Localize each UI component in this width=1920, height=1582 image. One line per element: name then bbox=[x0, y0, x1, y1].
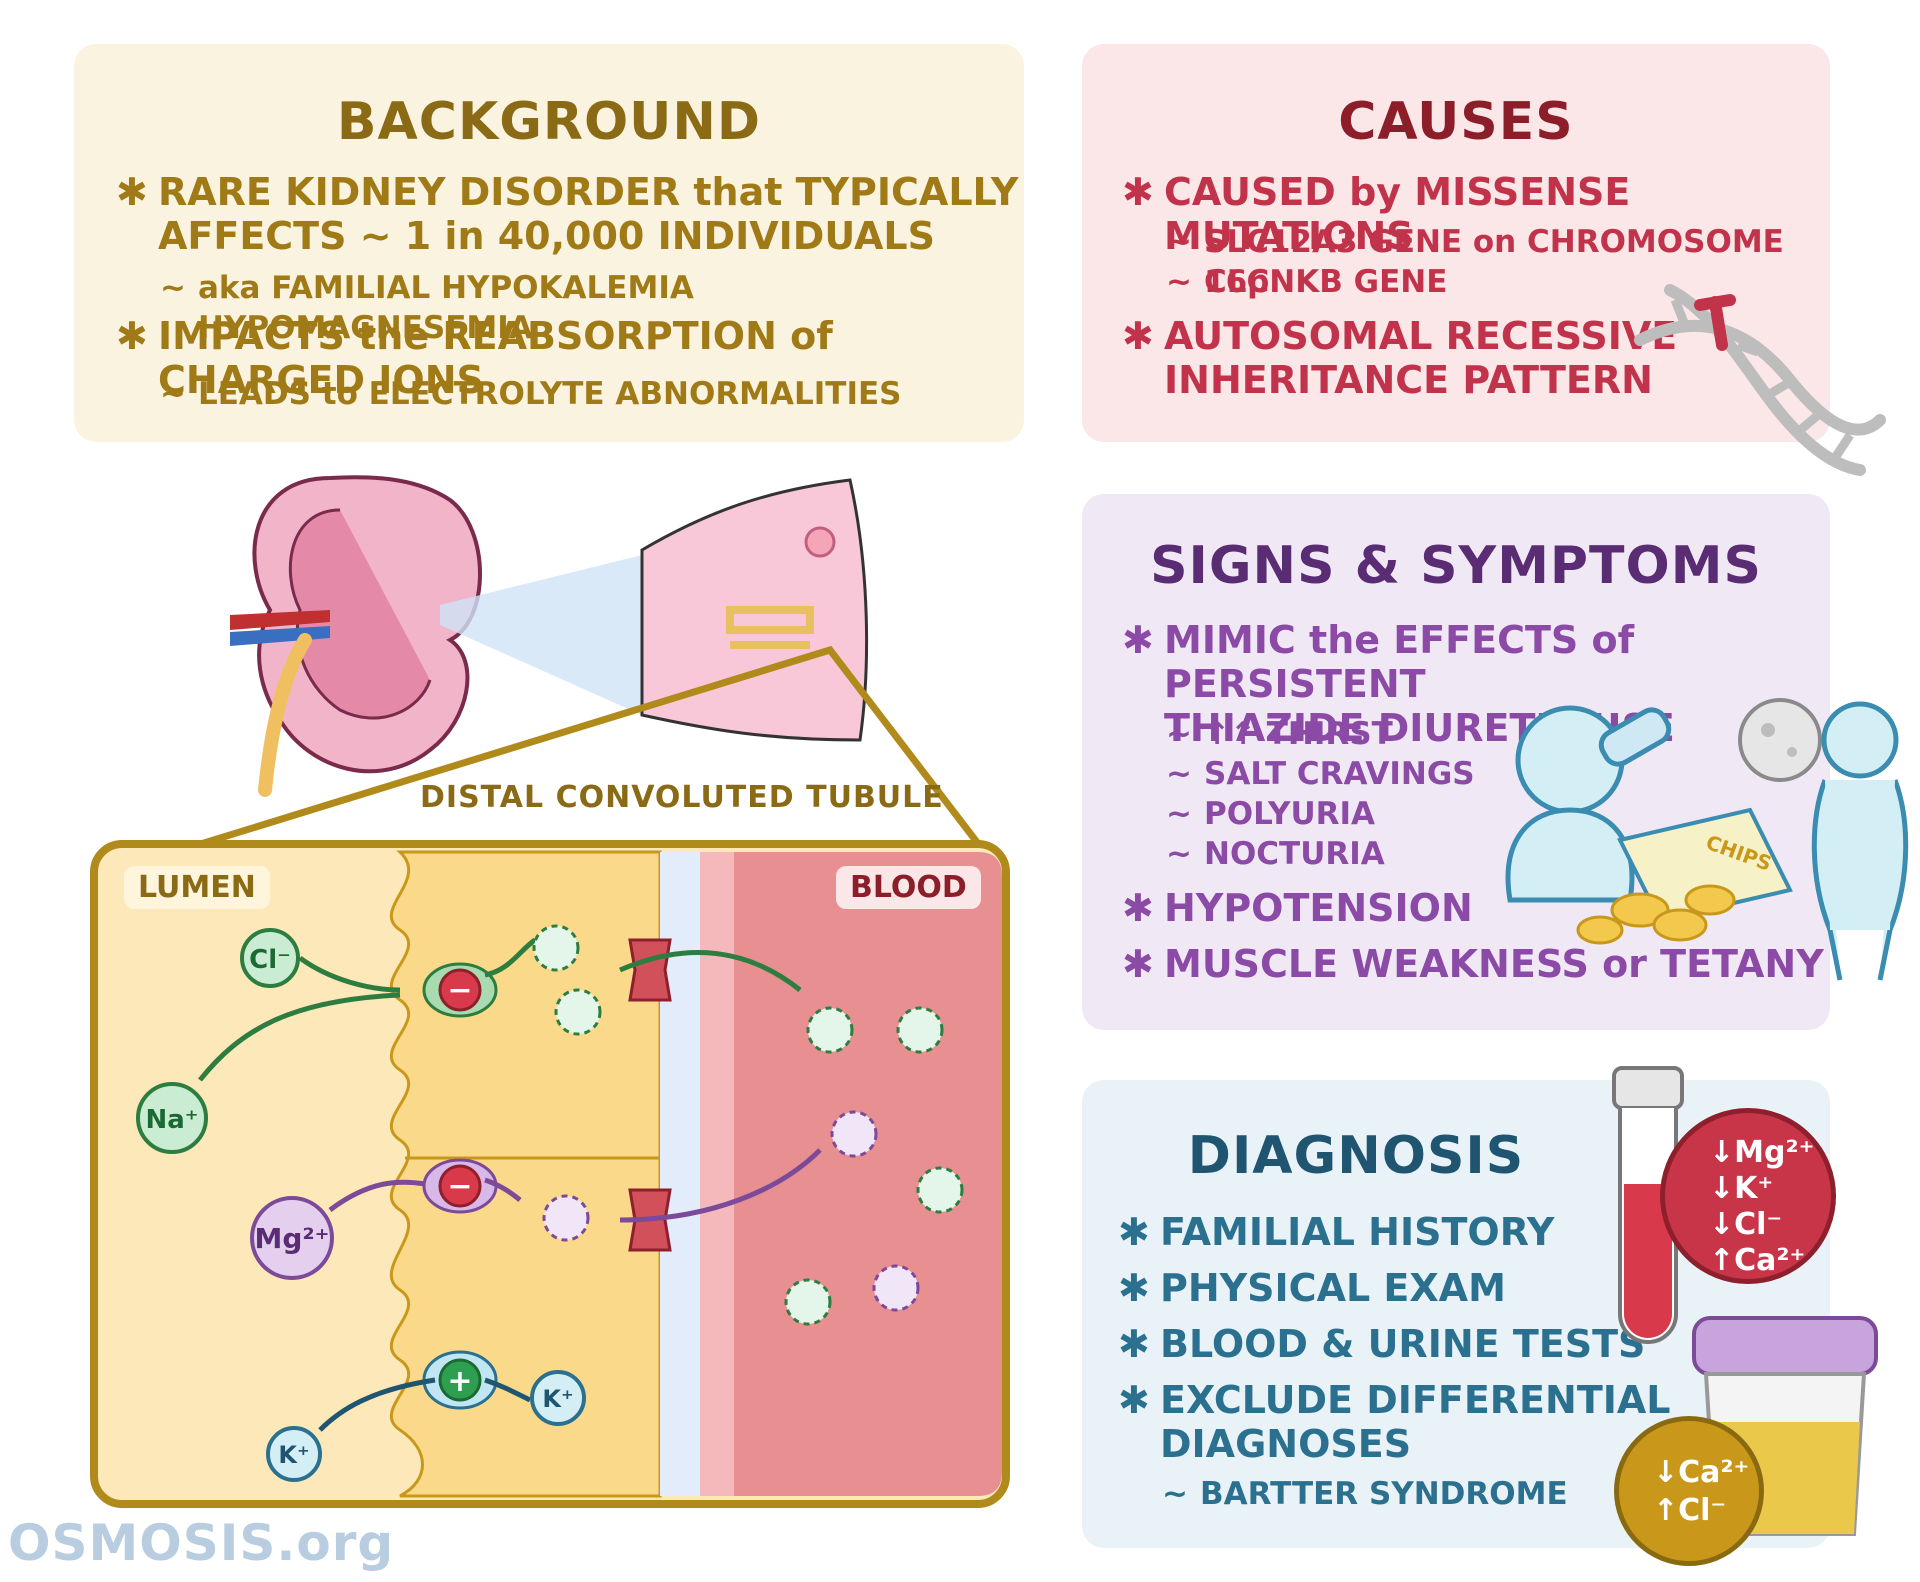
background-sub-1: ~ aka FAMILIAL HYPOKALEMIA HYPOMAGNESEMI… bbox=[160, 270, 694, 346]
causes-sub-1: ~ SLC12A3 GENE on CHROMOSOME 16p bbox=[1166, 224, 1784, 300]
background-bullet-2: ✱ IMPACTS the REABSORPTION of CHARGED IO… bbox=[116, 314, 833, 402]
asterisk-icon: ✱ bbox=[1122, 170, 1154, 214]
signs-sub-2: ~POLYURIA bbox=[1166, 796, 1376, 832]
svg-text:−: − bbox=[447, 1169, 472, 1204]
zoom-connector bbox=[98, 645, 1005, 879]
osmosis-logo: OSMOSIS.org bbox=[8, 1514, 395, 1572]
urine-result-1: ↑Cl⁻ bbox=[1653, 1493, 1727, 1528]
asterisk-icon: ✱ bbox=[116, 314, 148, 358]
asterisk-icon: ✱ bbox=[1122, 314, 1154, 358]
background-bullet-1: ✱ RARE KIDNEY DISORDER that TYPICALLY AF… bbox=[116, 170, 1019, 258]
nephron-tubule bbox=[726, 606, 814, 649]
asterisk-icon: ✱ bbox=[1122, 942, 1154, 986]
tilde-icon: ~ bbox=[1162, 1476, 1188, 1512]
diagnosis-bullet-3: ✱BLOOD & URINE TESTS bbox=[1118, 1322, 1646, 1366]
blood-result-1: ↓K⁺ bbox=[1709, 1171, 1774, 1206]
asterisk-icon: ✱ bbox=[1118, 1210, 1150, 1254]
signs-sub-3: ~NOCTURIA bbox=[1166, 836, 1385, 872]
asterisk-icon: ✱ bbox=[1118, 1322, 1150, 1366]
chips-bag-icon: CHIPS bbox=[1576, 807, 1793, 945]
background-bullet-1-line-1: RARE KIDNEY DISORDER that TYPICALLY bbox=[158, 170, 1019, 214]
moon-icon bbox=[1738, 698, 1822, 782]
ion-mg: Mg²⁺ bbox=[255, 1222, 330, 1255]
standing-person-icon bbox=[1811, 701, 1909, 981]
asterisk-icon: ✱ bbox=[116, 170, 148, 214]
asterisk-icon: ✱ bbox=[1118, 1266, 1150, 1310]
dna-icon bbox=[1634, 284, 1886, 476]
urine-result-0: ↓Ca²⁺ bbox=[1653, 1455, 1750, 1490]
tilde-icon: ~ bbox=[1166, 796, 1192, 832]
signs-bullet-3: ✱ MUSCLE WEAKNESS or TETANY bbox=[1122, 942, 1824, 986]
causes-bullet-2: ✱ AUTOSOMAL RECESSIVE INHERITANCE PATTER… bbox=[1122, 314, 1678, 402]
blood-compartment bbox=[734, 852, 1002, 1496]
causes-sub-2: ~ CLCNKB GENE bbox=[1166, 264, 1448, 300]
signs-panel: SIGNS & SYMPTOMS ✱ MIMIC the EFFECTS of … bbox=[1082, 494, 1830, 1030]
blood-label: BLOOD bbox=[836, 866, 981, 909]
ion-k-blood: K⁺ bbox=[542, 1385, 573, 1413]
signs-title: SIGNS & SYMPTOMS bbox=[1150, 536, 1762, 596]
diagnosis-bullet-2: ✱PHYSICAL EXAM bbox=[1118, 1266, 1506, 1310]
tilde-icon: ~ bbox=[1166, 756, 1192, 792]
tilde-icon: ~ bbox=[1166, 224, 1192, 260]
svg-text:−: − bbox=[447, 973, 472, 1008]
tubule-diagram: − − + Cl⁻ Na⁺ Mg²⁺ K⁺ K⁺ bbox=[90, 840, 1010, 1508]
diagnosis-title: DIAGNOSIS bbox=[1187, 1126, 1525, 1186]
tilde-icon: ~ bbox=[1166, 716, 1192, 752]
tilde-icon: ~ bbox=[1166, 264, 1192, 300]
kidney-icon bbox=[230, 475, 482, 797]
blood-result-0: ↓Mg²⁺ bbox=[1709, 1135, 1815, 1170]
asterisk-icon: ✱ bbox=[1122, 618, 1154, 662]
tilde-icon: ~ bbox=[1166, 836, 1192, 872]
mg-channel-icon: − bbox=[422, 1158, 498, 1214]
tubule-caption: DISTAL CONVOLUTED TUBULE bbox=[420, 780, 944, 815]
background-sub-2: ~ LEADS to ELECTROLYTE ABNORMALITIES bbox=[160, 376, 902, 412]
k-channel-icon: + bbox=[422, 1350, 498, 1410]
blood-results-circle: ↓Mg²⁺ ↓K⁺ ↓Cl⁻ ↑Ca²⁺ bbox=[1660, 1108, 1836, 1284]
ion-k-lumen: K⁺ bbox=[278, 1441, 309, 1469]
diagnosis-sub-1: ~BARTTER SYNDROME bbox=[1162, 1476, 1568, 1512]
causes-title: CAUSES bbox=[1338, 92, 1574, 152]
tilde-icon: ~ bbox=[160, 376, 186, 412]
background-title: BACKGROUND bbox=[336, 92, 762, 152]
causes-bullet-1: ✱ CAUSED by MISSENSE MUTATIONS bbox=[1122, 170, 1631, 258]
capillary-wall bbox=[700, 852, 734, 1496]
background-panel: BACKGROUND ✱ RARE KIDNEY DISORDER that T… bbox=[74, 44, 1024, 442]
ion-na: Na⁺ bbox=[145, 1105, 198, 1135]
symptoms-illustration: CHIPS bbox=[1505, 698, 1909, 981]
svg-text:+: + bbox=[447, 1364, 472, 1399]
tilde-icon: ~ bbox=[160, 270, 186, 306]
asterisk-icon: ✱ bbox=[1118, 1378, 1150, 1422]
blood-result-3: ↑Ca²⁺ bbox=[1709, 1243, 1806, 1278]
signs-bullet-2: ✱ HYPOTENSION bbox=[1122, 886, 1473, 930]
zoom-beam bbox=[440, 555, 642, 715]
urine-results-circle: ↓Ca²⁺ ↑Cl⁻ bbox=[1614, 1416, 1764, 1566]
ion-cl: Cl⁻ bbox=[249, 945, 291, 975]
diagnosis-bullet-4: ✱ EXCLUDE DIFFERENTIAL DIAGNOSES bbox=[1118, 1378, 1671, 1466]
background-bullet-1-line-2: AFFECTS ~ 1 in 40,000 INDIVIDUALS bbox=[158, 214, 935, 258]
blood-result-2: ↓Cl⁻ bbox=[1709, 1207, 1783, 1242]
asterisk-icon: ✱ bbox=[1122, 886, 1154, 930]
causes-panel: CAUSES ✱ CAUSED by MISSENSE MUTATIONS ~ … bbox=[1082, 44, 1830, 442]
diagnosis-bullet-1: ✱FAMILIAL HISTORY bbox=[1118, 1210, 1555, 1254]
lumen-label: LUMEN bbox=[124, 866, 270, 909]
signs-sub-0: ~↑↑ THIRST bbox=[1166, 716, 1393, 752]
ncc-transporter-icon: − bbox=[422, 962, 498, 1018]
blood-tube-icon bbox=[1612, 1066, 1684, 1344]
kidney-illustration bbox=[230, 475, 869, 797]
signs-sub-1: ~SALT CRAVINGS bbox=[1166, 756, 1475, 792]
